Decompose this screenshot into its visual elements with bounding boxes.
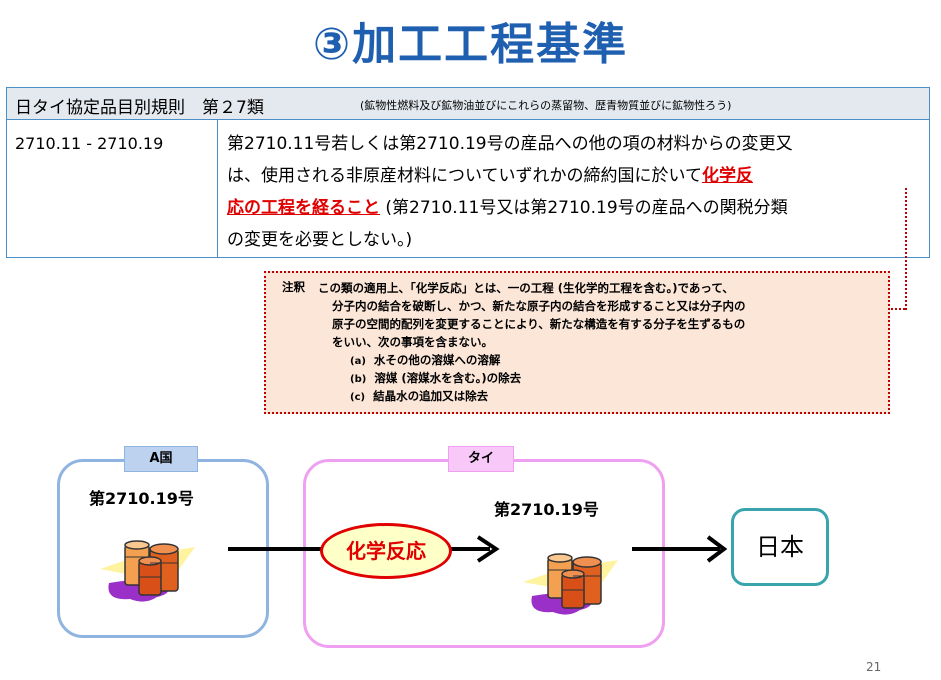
rules-table-header: 日タイ協定品目別規則 第２7類 (鉱物性燃料及び鉱物油並びにこれらの蒸留物、歴青… [7, 88, 929, 120]
rules-header-main: 日タイ協定品目別規則 第２7類 [15, 98, 264, 118]
note-line-1: この類の適用上、「化学反応」とは、一の工程 (生化学的工程を含む。)であって、 [318, 281, 734, 295]
note-item-b-text: 溶媒 (溶媒水を含む。)の除去 [374, 371, 522, 385]
page-title: ③加工工程基準 [312, 19, 629, 70]
rule-highlight-2: 応の工程を経ること [227, 198, 380, 218]
table-divider [217, 120, 218, 258]
rule-text: 第2710.11号若しくは第2710.19号の産品への他の項の材料からの変更又 … [227, 128, 917, 256]
country-a-hs-code: 第2710.19号 [89, 489, 194, 508]
rule-line-1: 第2710.11号若しくは第2710.19号の産品への他の項の材料からの変更又 [227, 134, 793, 154]
note-item-c-text: 結晶水の追加又は除去 [373, 389, 489, 403]
chemical-reaction-note: 注釈 この類の適用上、「化学反応」とは、一の工程 (生化学的工程を含む。)であっ… [264, 271, 890, 414]
page-number: 21 [866, 660, 882, 674]
country-a-tag: A国 [124, 446, 198, 472]
thailand-hs-code: 第2710.19号 [494, 500, 599, 519]
note-connector-tip [891, 308, 905, 310]
rules-header-sub: (鉱物性燃料及び鉱物油並びにこれらの蒸留物、歴青物質並びに鉱物性ろう) [360, 99, 732, 112]
rule-line-3: 応の工程を経ること (第2710.11号又は第2710.19号の産品への関税分類 [227, 192, 917, 224]
note-item-a-text: 水その他の溶媒への溶解 [373, 353, 501, 367]
rule-highlight-1: 化学反 [701, 166, 753, 186]
japan-box: 日本 [731, 508, 829, 586]
note-item-a: (a) 水その他の溶媒への溶解 [350, 351, 500, 371]
rules-table: 日タイ協定品目別規則 第２7類 (鉱物性燃料及び鉱物油並びにこれらの蒸留物、歴青… [6, 87, 930, 258]
note-label: 注釈 [282, 280, 305, 294]
note-item-a-mark: (a) [350, 356, 366, 367]
note-line-4: をいい、次の事項を含まない。 [332, 335, 493, 349]
hs-code-range: 2710.11 - 2710.19 [15, 134, 164, 153]
rule-line-3-text: (第2710.11号又は第2710.19号の産品への関税分類 [380, 198, 788, 218]
arrow-thailand-to-japan [632, 535, 727, 563]
note-item-b: (b) 溶媒 (溶媒水を含む。)の除去 [350, 369, 521, 389]
note-line-3: 原子の空間的配列を変更することにより、新たな構造を有する分子を生ずるもの [332, 317, 746, 331]
rule-line-2-text: は、使用される非原産材料についていずれかの締約国に於いて [227, 166, 702, 186]
barrel-icon-a [100, 540, 195, 602]
rule-line-2: は、使用される非原産材料についていずれかの締約国に於いて化学反 [227, 160, 917, 192]
thailand-tag: タイ [448, 446, 514, 472]
note-item-b-mark: (b) [350, 374, 367, 385]
barrel-icon-thailand [523, 553, 618, 615]
note-connector [905, 188, 907, 310]
note-item-c: (c) 結晶水の追加又は除去 [350, 387, 488, 407]
note-item-c-mark: (c) [350, 392, 366, 403]
rule-line-4: の変更を必要としない。) [227, 230, 413, 250]
chemical-reaction-label: 化学反応 [320, 523, 452, 579]
note-line-2: 分子内の結合を破断し、かつ、新たな原子内の結合を形成すること又は分子内の [332, 299, 746, 313]
